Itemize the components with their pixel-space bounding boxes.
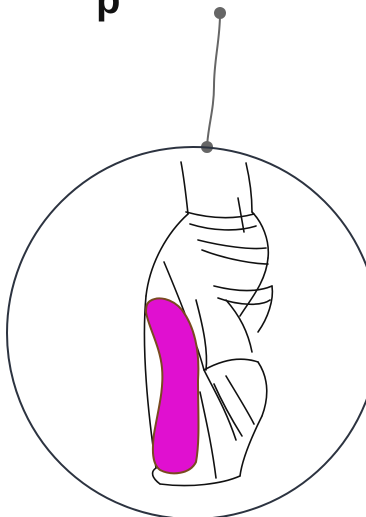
leader-line <box>207 14 220 147</box>
highlighted-heel-region <box>146 298 199 473</box>
leader-dot-top <box>214 7 226 19</box>
